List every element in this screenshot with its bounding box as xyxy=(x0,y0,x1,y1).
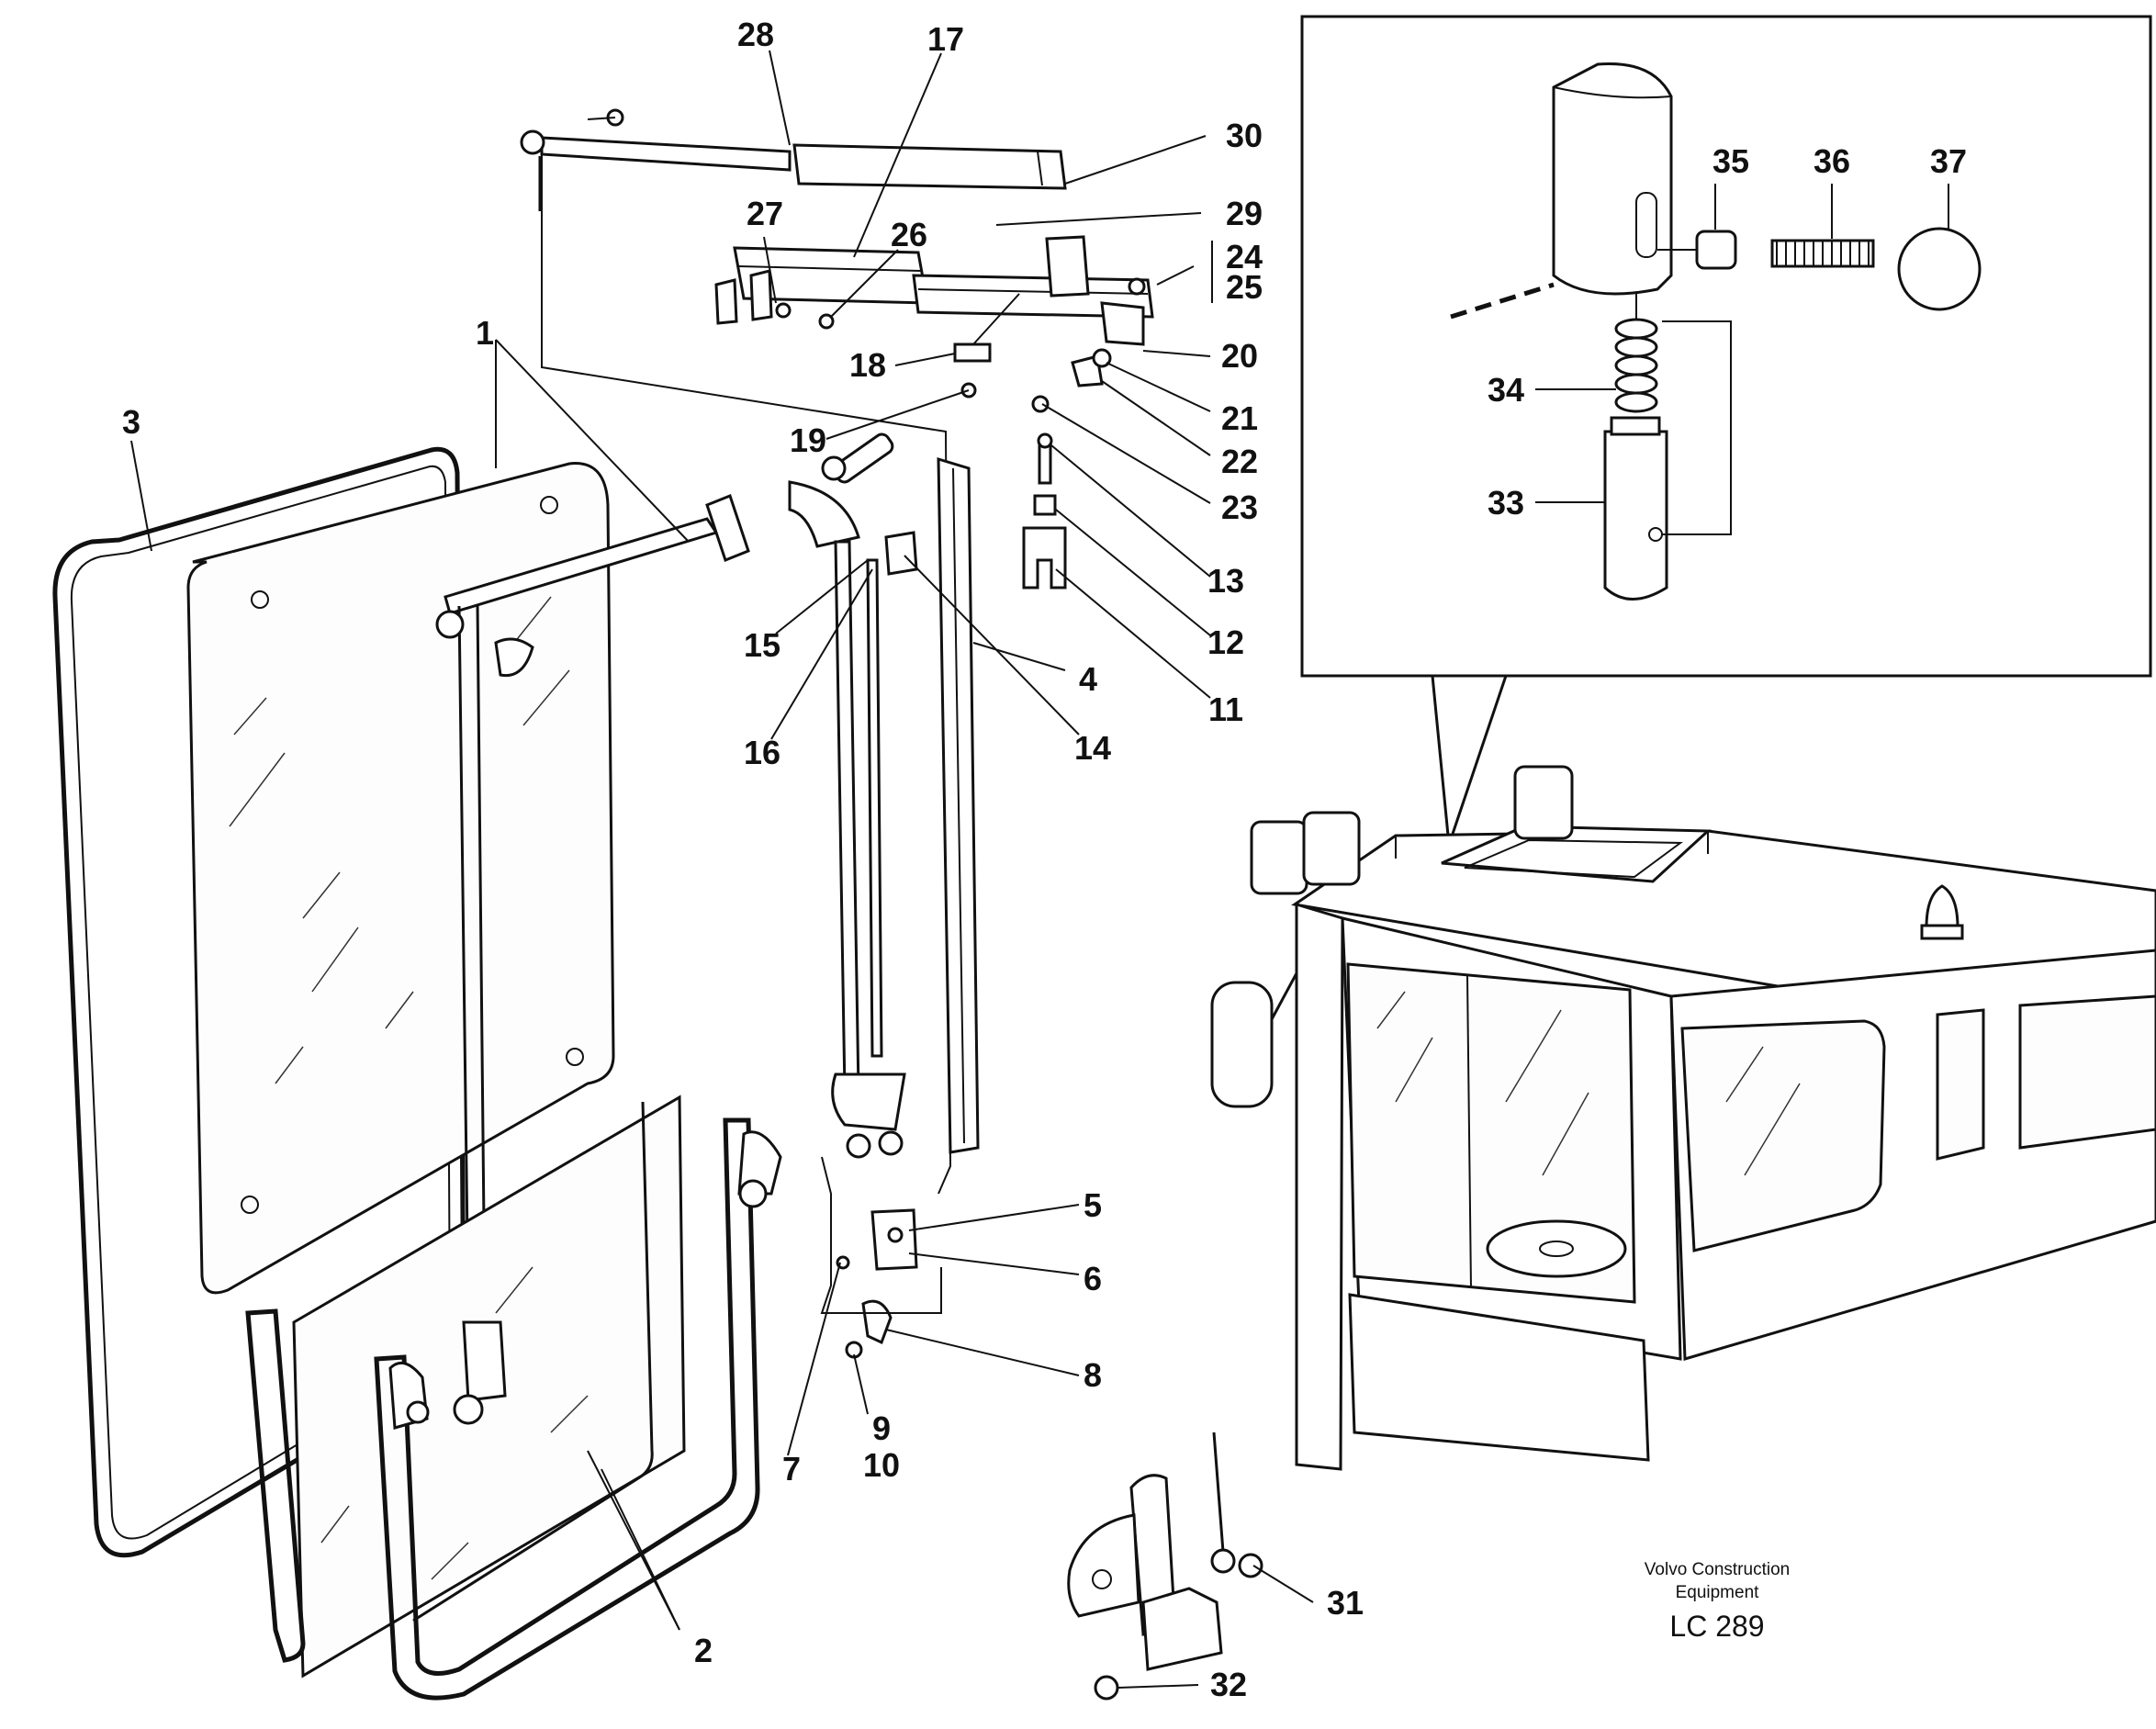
label-16: 16 xyxy=(744,734,780,771)
caption: Volvo Construction Equipment LC 289 xyxy=(1645,1560,1790,1643)
label-7: 7 xyxy=(782,1450,801,1488)
label-33: 33 xyxy=(1488,484,1524,522)
label-11: 11 xyxy=(1208,690,1243,728)
label-31: 31 xyxy=(1327,1584,1364,1622)
label-14: 14 xyxy=(1074,729,1111,767)
ball-37 xyxy=(1897,227,1982,311)
lower-hinge xyxy=(388,1130,782,1430)
label-12: 12 xyxy=(1207,623,1244,661)
damper-30 xyxy=(520,108,1067,1195)
clamp-11 xyxy=(1022,432,1067,589)
bolt-19 xyxy=(821,432,894,484)
label-5: 5 xyxy=(1084,1186,1102,1224)
label-15: 15 xyxy=(744,626,780,664)
cab-illustration xyxy=(1210,765,2156,1471)
work-light-left xyxy=(1250,820,1308,895)
label-9: 9 xyxy=(872,1409,891,1447)
label-37: 37 xyxy=(1930,142,1967,180)
label-2: 2 xyxy=(694,1632,713,1669)
label-28: 28 xyxy=(737,16,774,53)
strut-4 xyxy=(831,456,980,1159)
mirror xyxy=(1210,981,1274,1108)
label-20: 20 xyxy=(1221,337,1258,375)
leader-lines xyxy=(130,50,1314,1689)
upper-glass-1 xyxy=(186,462,615,1295)
rail-17 xyxy=(714,235,1154,330)
label-25: 25 xyxy=(1226,268,1263,306)
label-3: 3 xyxy=(122,403,140,441)
label-32: 32 xyxy=(1210,1666,1247,1703)
label-10: 10 xyxy=(863,1446,900,1484)
work-light-mid xyxy=(1302,811,1361,886)
label-27: 27 xyxy=(747,195,783,232)
label-22: 22 xyxy=(1221,443,1258,480)
bracket-5-6 xyxy=(820,1156,942,1359)
label-18: 18 xyxy=(849,346,886,384)
detail-inset xyxy=(1300,15,2152,846)
caption-company: Volvo Construction xyxy=(1645,1560,1790,1579)
label-8: 8 xyxy=(1084,1356,1102,1394)
spring-36 xyxy=(1770,239,1875,268)
label-4: 4 xyxy=(1079,660,1097,698)
label-35: 35 xyxy=(1712,142,1749,180)
caption-equipment: Equipment xyxy=(1676,1583,1760,1602)
hinge-pillar-31 xyxy=(1067,1431,1263,1701)
label-21: 21 xyxy=(1221,399,1258,437)
steering-wheel xyxy=(1486,1219,1627,1278)
work-light-top xyxy=(1513,765,1574,840)
label-26: 26 xyxy=(891,216,927,253)
window-seal-3 xyxy=(52,446,466,1558)
pin-33 xyxy=(1603,430,1668,601)
label-19: 19 xyxy=(790,421,826,459)
part-labels: 1 2 3 4 5 6 7 8 9 10 11 12 13 14 15 16 1… xyxy=(122,16,1967,1703)
caption-code: LC 289 xyxy=(1669,1610,1764,1643)
block-18 xyxy=(953,342,992,363)
label-13: 13 xyxy=(1207,562,1244,600)
beacon-light xyxy=(1925,884,1959,929)
label-6: 6 xyxy=(1084,1260,1102,1297)
label-34: 34 xyxy=(1488,371,1524,409)
label-30: 30 xyxy=(1226,117,1263,154)
label-1: 1 xyxy=(476,314,494,352)
label-29: 29 xyxy=(1226,195,1263,232)
label-24: 24 xyxy=(1226,238,1263,275)
bracket-20 xyxy=(1031,277,1146,413)
label-36: 36 xyxy=(1814,142,1850,180)
stay-arm-1 xyxy=(435,480,860,1314)
label-23: 23 xyxy=(1221,488,1258,526)
label-17: 17 xyxy=(927,20,964,58)
spring-34 xyxy=(1614,318,1658,413)
